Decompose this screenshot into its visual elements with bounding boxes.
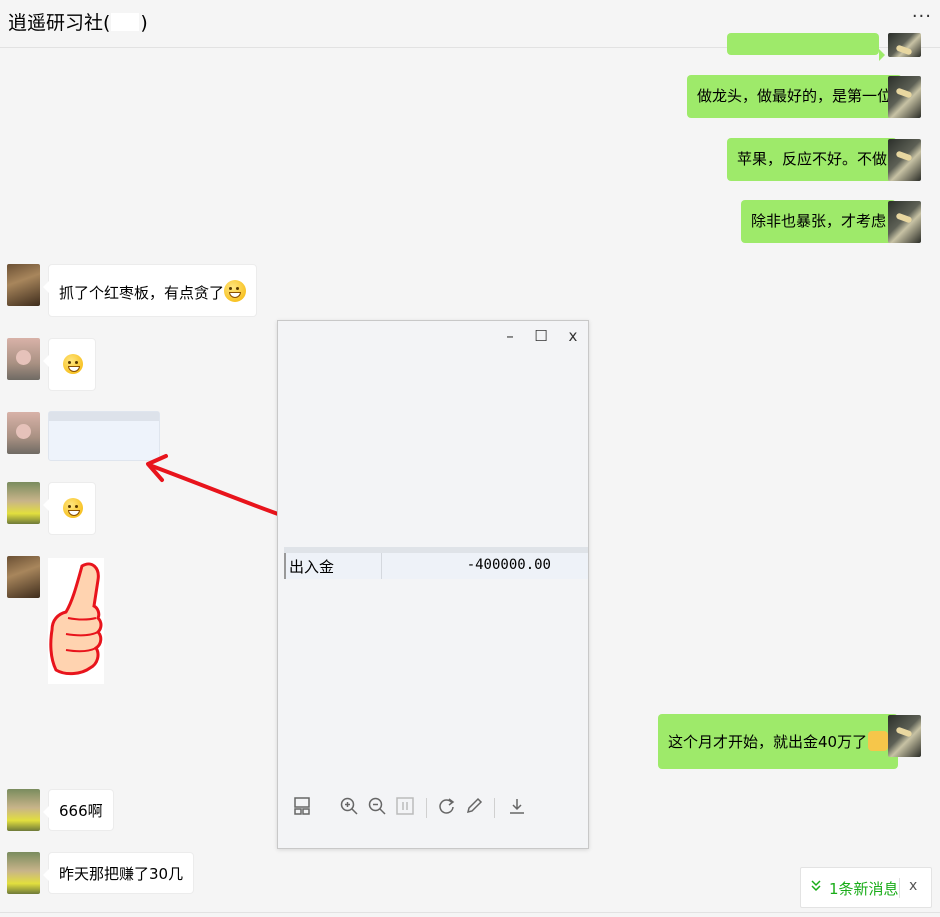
toolbar-divider [494, 798, 495, 818]
avatar-member[interactable] [7, 264, 40, 306]
message-bubble-out: 这个月才开始，就出金40万了 [658, 714, 905, 769]
avatar-self[interactable] [888, 76, 921, 118]
chat-header: 逍遥研习社() ··· [0, 0, 940, 48]
rotate-icon[interactable] [436, 797, 458, 819]
avatar-self[interactable] [888, 33, 921, 57]
message-bubble-in [43, 338, 96, 391]
download-icon[interactable] [506, 797, 528, 819]
crying-laugh-emoji-icon [63, 498, 83, 518]
message-bubble-in: 666啊 [43, 789, 114, 831]
row-label: 出入金 [289, 558, 335, 576]
laughing-tears-emoji-icon [224, 280, 247, 302]
message-text: 昨天那把赚了30几 [59, 865, 184, 883]
avatar-self[interactable] [888, 139, 921, 181]
thumbs-up-emoji-icon [868, 731, 889, 751]
message-text: 苹果，反应不好。不做 [737, 150, 888, 168]
message-text: 除非也暴张，才考虑 [751, 212, 887, 230]
message-bubble-out: 除非也暴张，才考虑 [741, 200, 903, 243]
actual-size-icon[interactable] [394, 797, 416, 819]
row-value: -400000.00 [466, 557, 551, 573]
message-text: 抓了个红枣板，有点贪了 [59, 284, 225, 302]
zoom-out-icon[interactable] [366, 797, 388, 819]
chat-title-prefix: 逍遥研习社( [8, 12, 111, 34]
thumbnail-grid-icon[interactable] [291, 797, 313, 819]
message-text: 做龙头，做最好的，是第一位 [697, 87, 893, 105]
avatar-member[interactable] [7, 482, 40, 524]
divider [899, 878, 900, 898]
message-bubble-in: 抓了个红枣板，有点贪了 [42, 264, 258, 317]
column-divider [381, 553, 382, 579]
thumbs-up-icon [49, 562, 103, 676]
avatar-member[interactable] [7, 412, 40, 454]
red-annotation-arrow [146, 454, 280, 516]
table-header [284, 547, 588, 553]
chat-title: 逍遥研习社() [8, 8, 148, 35]
message-bubble-out-partial [727, 33, 885, 61]
edit-pencil-icon[interactable] [463, 797, 485, 819]
avatar-member[interactable] [7, 852, 40, 894]
message-text: 666啊 [59, 802, 103, 820]
avatar-member[interactable] [7, 556, 40, 598]
new-message-label: 1条新消息 [829, 880, 899, 898]
maximize-button[interactable]: ☐ [534, 327, 548, 345]
redacted-group-count [111, 13, 140, 31]
table-row: 出入金 -400000.00 [284, 553, 588, 579]
chevron-down-icon [811, 879, 821, 897]
message-bubble-in: 昨天那把赚了30几 [42, 852, 195, 894]
zoom-in-icon[interactable] [338, 797, 360, 819]
avatar-self[interactable] [888, 201, 921, 243]
close-button[interactable]: x [568, 327, 578, 345]
grinning-emoji-icon [63, 354, 83, 374]
thumbs-up-sticker[interactable] [48, 558, 104, 684]
dismiss-new-message-button[interactable]: x [909, 878, 918, 894]
minimize-button[interactable]: – [506, 327, 514, 345]
toolbar-divider [426, 798, 427, 818]
avatar-member[interactable] [7, 789, 40, 831]
shared-card-message[interactable] [48, 411, 160, 461]
chat-title-suffix: ) [140, 12, 148, 34]
shared-card-header [49, 412, 159, 421]
message-bubble-out: 做龙头，做最好的，是第一位 [687, 75, 909, 118]
avatar-member[interactable] [7, 338, 40, 380]
image-viewer-window[interactable]: – ☐ x 出入金 -400000.00 [277, 320, 589, 849]
new-message-indicator[interactable]: 1条新消息 x [800, 867, 932, 908]
avatar-self[interactable] [888, 715, 921, 757]
message-text: 这个月才开始，就出金40万了 [668, 733, 868, 751]
message-bubble-out: 苹果，反应不好。不做 [727, 138, 904, 181]
message-bubble-in [43, 482, 96, 535]
input-area-border [0, 912, 940, 913]
more-options-button[interactable]: ··· [911, 6, 932, 27]
